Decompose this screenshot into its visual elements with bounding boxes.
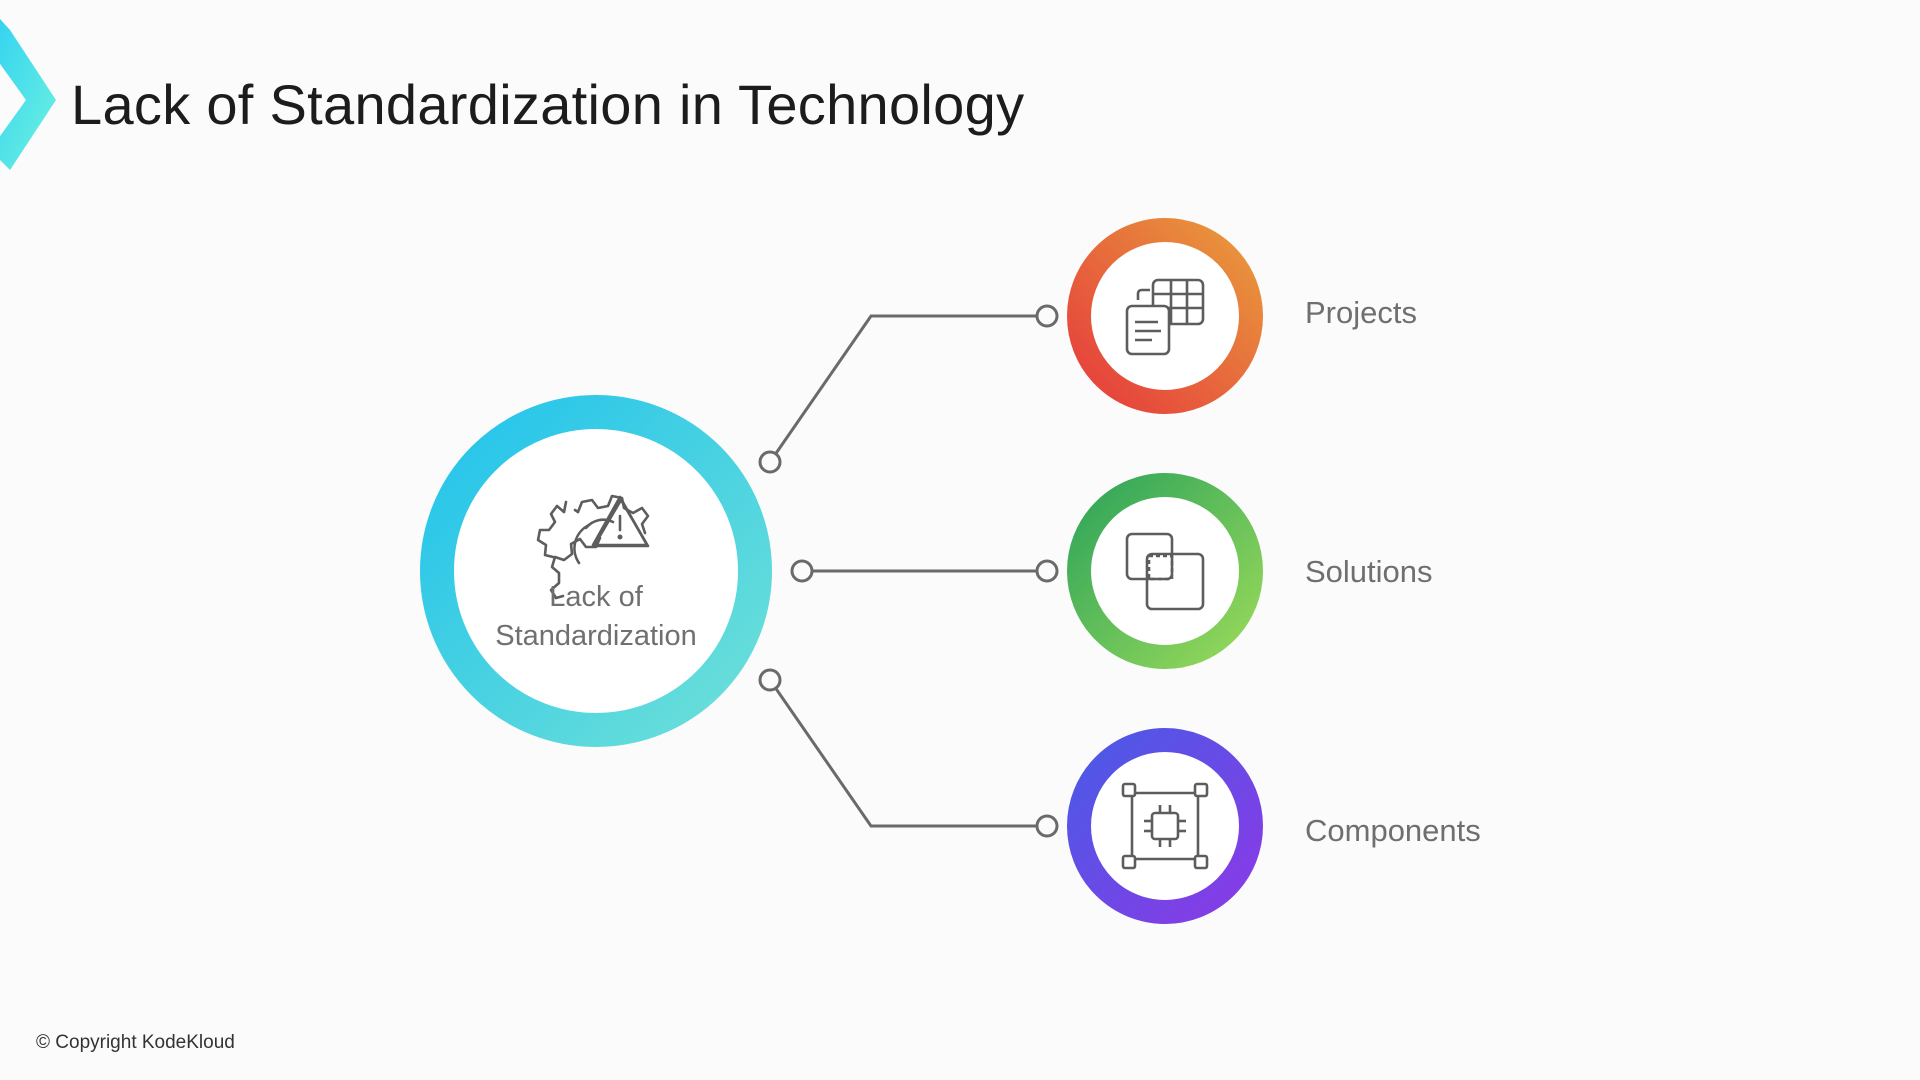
connector-node [758,668,782,692]
branch-label-solutions: Solutions [1305,554,1433,589]
gear-warning-icon [536,494,650,600]
connector-node [1035,814,1059,838]
connector-projects [768,314,1047,463]
page-title: Lack of Standardization in Technology [71,73,1025,136]
branch-label-components: Components [1305,813,1481,848]
connector-node [1035,304,1059,328]
connectors [768,314,1047,828]
connector-nodes [758,304,1059,838]
branch-circle-components [1067,728,1263,924]
center-label: Lack of Standardization [495,581,697,652]
cpu-chip-icon [1121,782,1209,870]
branch-label-projects: Projects [1305,295,1417,330]
connector-components [768,679,1047,828]
connector-node [1035,559,1059,583]
branch-circle-solutions [1067,473,1263,669]
connector-node [790,559,814,583]
connector-node [758,450,782,474]
documents-table-icon [1125,278,1205,356]
overlapping-squares-icon [1125,532,1205,611]
copyright-notice: © Copyright KodeKloud [36,1032,235,1053]
center-hub [420,395,772,747]
brand-logo [0,19,56,170]
